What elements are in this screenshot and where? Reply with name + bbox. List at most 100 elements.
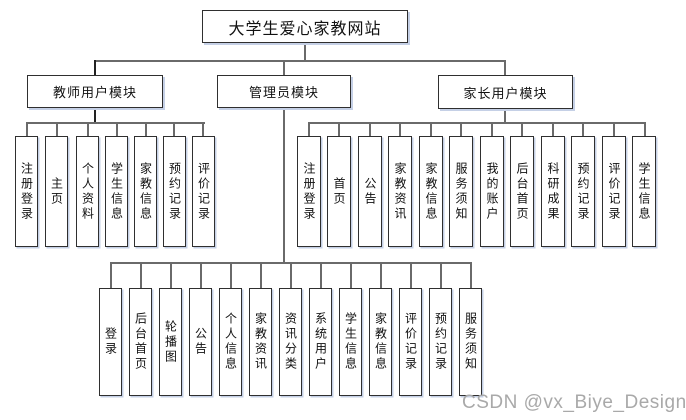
tree-node: 预约记录 — [163, 136, 186, 247]
node-label: 预约记录 — [433, 312, 448, 372]
connector — [94, 60, 506, 62]
connector — [613, 122, 615, 137]
connector — [110, 262, 112, 289]
tree-node: 家教信息 — [419, 136, 443, 247]
connector — [430, 122, 432, 137]
tree-node: 科研成果 — [541, 136, 565, 247]
connector — [369, 122, 371, 137]
connector — [308, 122, 310, 137]
connector — [338, 122, 340, 137]
tree-node: 学生信息 — [632, 136, 656, 247]
connector — [410, 262, 412, 289]
node-label: 公告 — [363, 176, 377, 207]
tree-node: 资讯分类 — [279, 288, 302, 396]
node-label: 登录 — [103, 327, 118, 357]
node-label: 学生信息 — [109, 161, 124, 222]
tree-node: 学生信息 — [105, 136, 128, 247]
tree-node: 后台首页 — [129, 288, 152, 396]
connector — [173, 122, 175, 137]
tree-node: 公告 — [358, 136, 382, 247]
module-label: 家长用户模块 — [463, 85, 548, 101]
connector — [644, 122, 646, 137]
node-label: 服务须知 — [454, 161, 468, 222]
connector — [504, 60, 506, 76]
connector — [94, 107, 96, 124]
connector — [56, 122, 58, 137]
connector — [399, 122, 401, 137]
tree-node: 后台首页 — [510, 136, 534, 247]
module-label: 教师用户模块 — [52, 85, 137, 100]
node-label: 家教信息 — [424, 161, 438, 222]
node-label: 主页 — [49, 176, 64, 207]
node-label: 个人信息 — [223, 312, 238, 372]
node-label: 公告 — [193, 327, 208, 357]
connector — [552, 122, 554, 137]
node-label: 学生信息 — [637, 161, 651, 222]
root-node-label: 大学生爱心家教网站 — [228, 20, 382, 38]
tree-node: 个人信息 — [219, 288, 242, 396]
tree-node: 首页 — [327, 136, 351, 247]
connector — [260, 262, 262, 289]
node-label: 注册登录 — [302, 161, 316, 222]
tree-node: 评价记录 — [602, 136, 626, 247]
node-label: 评价记录 — [607, 161, 621, 222]
tree-node: 轮播图 — [159, 288, 182, 396]
tree-node: 学生信息 — [339, 288, 362, 396]
connector — [170, 262, 172, 289]
tree-node: 登录 — [99, 288, 122, 396]
tree-node: 家教资讯 — [249, 288, 272, 396]
connector — [440, 262, 442, 289]
connector — [200, 262, 202, 289]
module-node-admin: 管理员模块 — [217, 75, 351, 108]
node-label: 预约记录 — [167, 161, 182, 222]
node-label: 科研成果 — [546, 161, 560, 222]
node-label: 我的账户 — [485, 161, 499, 222]
connector — [116, 122, 118, 137]
node-label: 注册登录 — [19, 161, 34, 222]
node-label: 评价记录 — [196, 161, 211, 222]
tree-node: 注册登录 — [297, 136, 321, 247]
tree-node: 我的账户 — [480, 136, 504, 247]
connector — [460, 122, 462, 137]
node-label: 资讯分类 — [283, 312, 298, 372]
module-label: 管理员模块 — [248, 85, 319, 100]
node-label: 学生信息 — [343, 312, 358, 372]
connector — [320, 262, 322, 289]
connector — [290, 262, 292, 289]
connector — [283, 60, 285, 76]
tree-node: 主页 — [45, 136, 68, 247]
node-label: 服务须知 — [463, 312, 478, 372]
node-label: 系统用户 — [313, 312, 328, 372]
node-label: 家教信息 — [138, 161, 153, 222]
csdn-watermark: CSDN @vx_Biye_Design — [462, 392, 686, 413]
connector — [304, 43, 306, 61]
node-label: 后台首页 — [133, 312, 148, 372]
tree-node: 服务须知 — [449, 136, 473, 247]
tree-node: 评价记录 — [192, 136, 215, 247]
connector — [145, 122, 147, 137]
connector — [202, 122, 204, 137]
tree-node: 服务须知 — [459, 288, 482, 396]
tree-node: 评价记录 — [399, 288, 422, 396]
connector — [521, 122, 523, 137]
connector — [504, 108, 506, 124]
tree-node: 预约记录 — [571, 136, 595, 247]
tree-node: 系统用户 — [309, 288, 332, 396]
connector — [87, 122, 89, 137]
connector — [491, 122, 493, 137]
tree-node: 注册登录 — [15, 136, 38, 247]
tree-node: 个人资料 — [76, 136, 99, 247]
module-node-teacher: 教师用户模块 — [27, 75, 163, 108]
tree-node: 家教信息 — [369, 288, 392, 396]
connector — [140, 262, 142, 289]
node-label: 家教信息 — [373, 312, 388, 372]
connector — [350, 262, 352, 289]
connector — [380, 262, 382, 289]
connector — [582, 122, 584, 137]
node-label: 评价记录 — [403, 312, 418, 372]
connector — [308, 122, 646, 124]
root-node: 大学生爱心家教网站 — [202, 10, 408, 43]
tree-node: 家教资讯 — [388, 136, 412, 247]
connector — [94, 60, 96, 76]
